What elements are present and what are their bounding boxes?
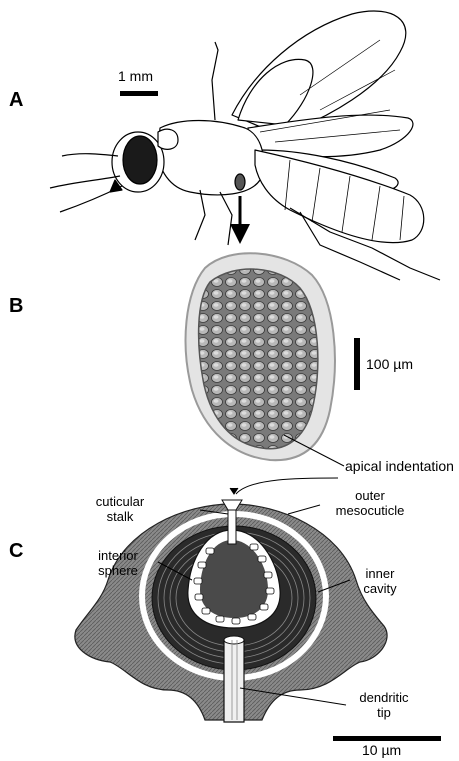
sensillum-micrograph [186, 253, 335, 460]
outer-mesocuticle-label-line-1: outer [318, 488, 422, 503]
scale-bar-a [120, 91, 158, 96]
inner-cavity-label-line-2: cavity [348, 581, 412, 596]
inner-cavity-label: inner cavity [348, 566, 412, 596]
interior-sphere-label-line-1: interior [84, 548, 152, 563]
panel-letter-c: C [9, 541, 23, 561]
panel-letter-b: B [9, 296, 23, 316]
scale-bar-b-label: 100 µm [366, 357, 413, 372]
arrow-down [230, 196, 250, 244]
scale-bar-c-label: 10 µm [362, 743, 401, 758]
inner-cavity-label-line-1: inner [348, 566, 412, 581]
dendritic-tip-label-line-1: dendritic [346, 690, 422, 705]
cuticular-stalk-label-line-2: stalk [78, 509, 162, 524]
scale-bar-b [354, 338, 360, 390]
cuticular-stalk-label-line-1: cuticular [78, 494, 162, 509]
cuticular-stalk-label: cuticular stalk [78, 494, 162, 524]
dendritic-tip-label-line-2: tip [346, 705, 422, 720]
outer-mesocuticle-label-line-2: mesocuticle [318, 503, 422, 518]
sensillum-schematic [75, 500, 387, 722]
insect-illustration [50, 11, 440, 280]
dendritic-tip-label: dendritic tip [346, 690, 422, 720]
apical-indentation-label: apical indentation [345, 459, 454, 474]
outer-mesocuticle-label: outer mesocuticle [318, 488, 422, 518]
panel-letter-a: A [9, 90, 23, 110]
scale-bar-a-label: 1 mm [118, 69, 153, 84]
scale-bar-c [333, 736, 441, 741]
interior-sphere-label-line-2: sphere [84, 563, 152, 578]
interior-sphere-label: interior sphere [84, 548, 152, 578]
